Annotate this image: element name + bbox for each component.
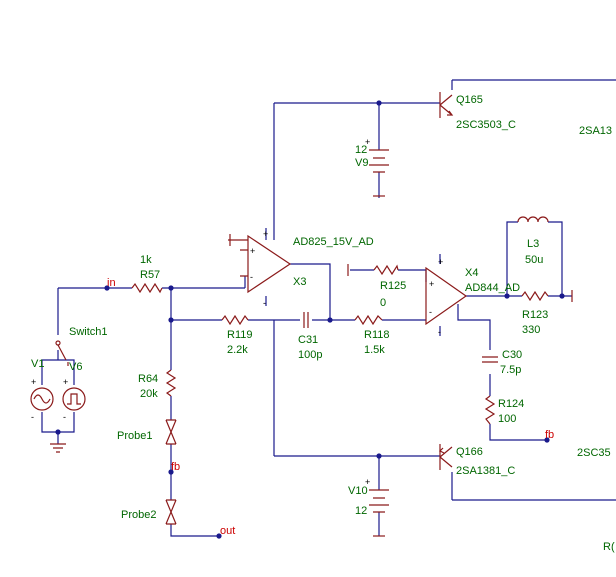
net-label-fb-right: fb [545, 429, 554, 441]
x4-ref-label: X4 [465, 267, 478, 279]
x3-model-label: AD825_15V_AD [293, 236, 374, 248]
probe2-symbol [165, 499, 177, 525]
svg-text:-: - [250, 272, 253, 282]
ground-symbol [50, 443, 66, 453]
r123-resistor-symbol [521, 290, 573, 302]
svg-text:+: + [429, 279, 434, 289]
x3-ref-label: X3 [293, 276, 306, 288]
r64-value-label: 20k [140, 388, 158, 400]
x4-opamp-symbol [347, 264, 468, 326]
c31-value-label: 100p [298, 349, 322, 361]
r124-value-label: 100 [498, 413, 516, 425]
x3-opamp-symbol [228, 234, 292, 294]
svg-text:-: - [31, 412, 34, 422]
svg-text:+: + [365, 477, 370, 487]
r125-ref-label: R125 [380, 280, 406, 292]
v10-value-label: 12 [355, 505, 367, 517]
q165-ref-label: Q165 [456, 94, 483, 106]
r124-resistor-symbol [484, 395, 496, 425]
net-label-out: out [220, 525, 235, 537]
q165-transistor-symbol [439, 92, 454, 118]
r64-resistor-symbol [165, 369, 177, 397]
pin-marks: + - + - + - + - + + + + - - [31, 137, 443, 487]
r64-ref-label: R64 [138, 373, 158, 385]
r125-value-label: 0 [380, 297, 386, 309]
r119-resistor-symbol [221, 314, 249, 326]
c31-ref-label: C31 [298, 334, 318, 346]
q166-ref-label: Q166 [456, 446, 483, 458]
q165-model-label: 2SC3503_C [456, 119, 516, 131]
net-label-in: in [107, 277, 116, 289]
v9-ref-label: V9 [355, 157, 368, 169]
r118-ref-label: R118 [364, 329, 389, 341]
c30-ref-label: C30 [502, 349, 522, 361]
switch1-symbol [55, 340, 69, 366]
c30-capacitor-symbol [482, 356, 498, 363]
r123-ref-label: R123 [522, 309, 548, 321]
q166-transistor-symbol [438, 444, 453, 470]
r119-ref-label: R119 [227, 329, 252, 341]
r57-value-label: 1k [140, 254, 152, 266]
svg-text:+: + [31, 377, 36, 387]
clipped-label-bottom-right: R( [603, 541, 615, 553]
r118-resistor-symbol [354, 314, 383, 326]
r118-value-label: 1.5k [364, 344, 385, 356]
q166-model-label: 2SA1381_C [456, 465, 515, 477]
r123-value-label: 330 [522, 324, 540, 336]
probe2-ref-label: Probe2 [121, 509, 156, 521]
v10-battery-symbol [369, 489, 389, 537]
svg-text:+: + [365, 137, 370, 147]
x4-model-label: AD844_AD [465, 282, 520, 294]
r125-resistor-symbol [373, 264, 399, 276]
svg-text:-: - [63, 412, 66, 422]
v1-sine-source-symbol [30, 387, 54, 411]
l3-inductor-symbol [517, 216, 549, 223]
probe1-ref-label: Probe1 [117, 430, 152, 442]
svg-text:+: + [250, 246, 255, 256]
junctions [55, 100, 565, 539]
r124-ref-label: R124 [498, 398, 524, 410]
l3-ref-label: L3 [527, 238, 539, 250]
svg-text:+: + [63, 377, 68, 387]
clipped-label-top-right: 2SA13 [579, 125, 612, 137]
r57-resistor-symbol [131, 282, 163, 294]
svg-text:-: - [263, 298, 266, 308]
v9-value-label: 12 [355, 144, 367, 156]
c31-capacitor-symbol [303, 312, 309, 328]
l3-value-label: 50u [525, 254, 543, 266]
v1-ref-label: V1 [31, 358, 44, 370]
c30-value-label: 7.5p [500, 364, 521, 376]
probe1-symbol [165, 419, 177, 445]
switch1-ref-label: Switch1 [69, 326, 108, 338]
svg-text:+: + [438, 257, 443, 267]
r119-value-label: 2.2k [227, 344, 248, 356]
v9-battery-symbol [369, 149, 389, 197]
svg-text:-: - [429, 307, 432, 317]
svg-text:-: - [438, 327, 441, 337]
net-label-fb-left: fb [171, 461, 180, 473]
wires [41, 79, 616, 537]
svg-text:+: + [263, 229, 268, 239]
v10-ref-label: V10 [348, 485, 368, 497]
clipped-label-mid-right: 2SC35 [577, 447, 611, 459]
v6-pulse-source-symbol [62, 387, 86, 411]
r57-ref-label: R57 [140, 269, 160, 281]
v6-ref-label: V6 [69, 361, 82, 373]
